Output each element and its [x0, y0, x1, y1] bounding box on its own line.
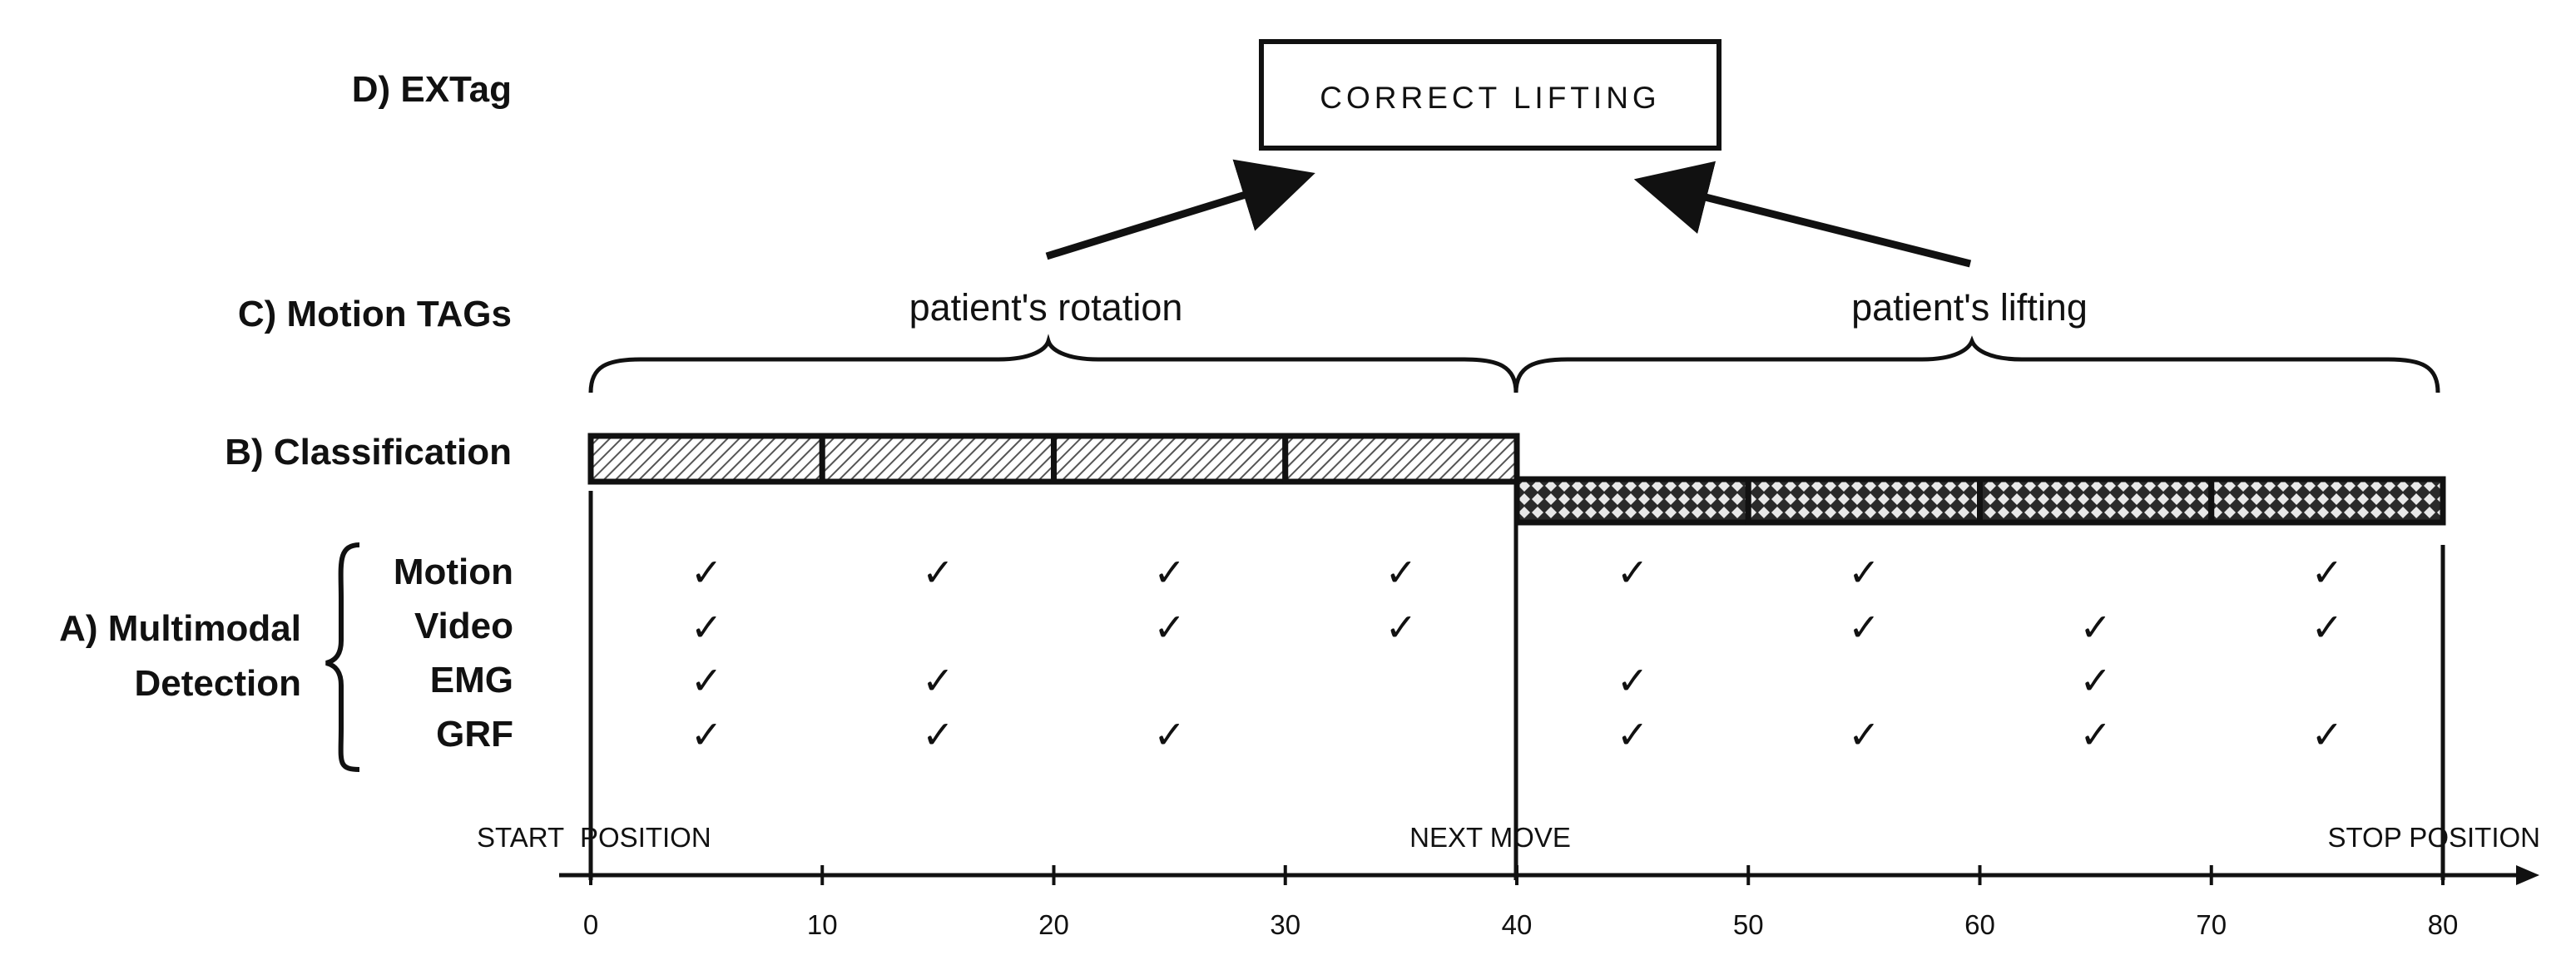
axis-tick-label-20: 20	[1038, 909, 1069, 940]
axis-tick-label-40: 40	[1502, 909, 1533, 940]
multimodal-brace	[325, 542, 360, 772]
marker-stop-position: STOP POSITION	[2327, 822, 2540, 853]
check-grf-5: ✓	[691, 712, 723, 757]
rotation-bar-segment-1	[587, 433, 825, 485]
check-motion-75: ✓	[2311, 550, 2344, 595]
check-motion-5: ✓	[691, 550, 723, 595]
axis-tick-label-30: 30	[1270, 909, 1300, 940]
modality-video: Video	[414, 606, 513, 646]
rotation-bar-segment-2	[819, 433, 1057, 485]
check-motion-45: ✓	[1617, 550, 1649, 595]
label-extag: D) EXTag	[352, 69, 512, 110]
check-video-35: ✓	[1385, 605, 1418, 650]
check-video-65: ✓	[2079, 605, 2112, 650]
arrow-lifting-to-extag	[1633, 161, 1972, 268]
lifting-bar-segment-2	[1745, 476, 1983, 526]
check-emg-5: ✓	[691, 658, 723, 703]
rotation-bar-segment-3	[1051, 433, 1289, 485]
motion-tag-lifting: patient's lifting	[1851, 286, 2088, 329]
label-multimodal: A) Multimodal	[59, 608, 301, 649]
check-motion-15: ✓	[922, 550, 954, 595]
motion-tag-rotation: patient's rotation	[909, 286, 1183, 329]
check-grf-75: ✓	[2311, 712, 2344, 757]
check-video-75: ✓	[2311, 605, 2344, 650]
check-grf-25: ✓	[1153, 712, 1186, 757]
check-emg-45: ✓	[1617, 658, 1649, 703]
modality-grf: GRF	[436, 714, 513, 755]
classification-bars	[587, 433, 2446, 526]
axis-tick-label-60: 60	[1964, 909, 1995, 940]
check-motion-55: ✓	[1848, 550, 1880, 595]
timeline-arrowhead	[2516, 865, 2539, 885]
axis-tick-label-0: 0	[583, 909, 598, 940]
axis-tick-label-10: 10	[807, 909, 838, 940]
lifting-bar-segment-1	[1513, 476, 1751, 526]
check-grf-65: ✓	[2079, 712, 2112, 757]
axis-tick-label-50: 50	[1733, 909, 1764, 940]
check-emg-65: ✓	[2079, 658, 2112, 703]
detection-checkmarks: ✓ ✓ ✓ ✓ ✓ ✓ ✓ ✓ ✓ ✓ ✓ ✓ ✓ ✓ ✓ ✓ ✓ ✓ ✓ ✓ ✓ ✓ ✓ ✓	[691, 550, 2343, 757]
arrow-rotation-to-extag	[1045, 159, 1315, 260]
lifting-bar-segment-3	[1977, 476, 2215, 526]
check-video-5: ✓	[691, 605, 723, 650]
check-grf-15: ✓	[922, 712, 954, 757]
label-classification: B) Classification	[225, 432, 512, 473]
check-motion-25: ✓	[1153, 550, 1186, 595]
rotation-bar-segment-4	[1282, 433, 1520, 485]
axis-tick-label-80: 80	[2428, 909, 2459, 940]
modality-emg: EMG	[430, 660, 513, 700]
check-motion-35: ✓	[1385, 550, 1418, 595]
marker-start: START	[477, 822, 564, 853]
axis-ticks: 0 10 20 30 40 50 60 70 80	[583, 865, 2459, 940]
check-grf-55: ✓	[1848, 712, 1880, 757]
lifting-bar-segment-4	[2208, 476, 2446, 526]
brace-rotation	[588, 334, 1518, 393]
check-video-55: ✓	[1848, 605, 1880, 650]
label-detection: Detection	[135, 663, 301, 704]
axis-tick-label-70: 70	[2196, 909, 2227, 940]
label-motion-tags: C) Motion TAGs	[238, 294, 512, 334]
check-emg-15: ✓	[922, 658, 954, 703]
modality-motion: Motion	[394, 552, 513, 592]
extag-box	[1259, 39, 1721, 151]
check-video-25: ✓	[1153, 605, 1186, 650]
marker-position: POSITION	[580, 822, 711, 853]
marker-next-move: NEXT MOVE	[1409, 822, 1571, 853]
extag-box-text: CORRECT LIFTING	[1320, 81, 1660, 115]
brace-lifting	[1513, 335, 2440, 393]
check-grf-45: ✓	[1617, 712, 1649, 757]
